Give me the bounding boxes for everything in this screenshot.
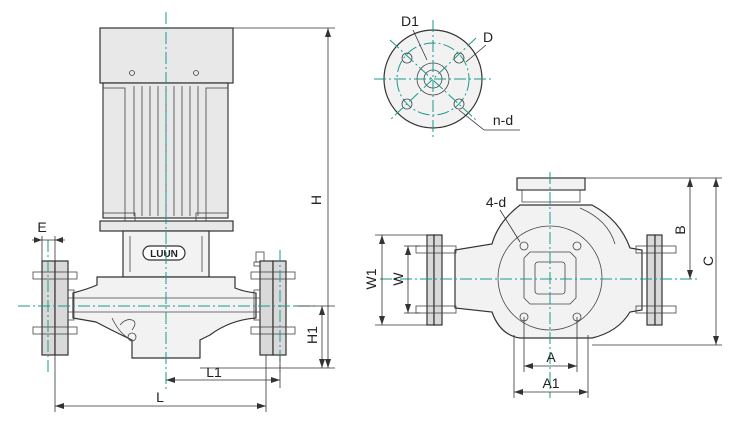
dim-A1-label: A1 (542, 375, 559, 391)
top-view (380, 172, 700, 398)
dim-B-label: B (672, 225, 688, 234)
dim-E-label: E (37, 219, 46, 235)
flange-n-d-label: n-d (493, 112, 513, 128)
top-4-d-label: 4-d (486, 194, 506, 210)
front-view-dimensions: H H1 E L1 L (32, 27, 335, 412)
bolt-hole (401, 52, 413, 64)
bolt-hole (401, 98, 413, 110)
brand-logo (142, 245, 186, 261)
dim-C-label: C (700, 256, 716, 266)
dim-L1-label: L1 (206, 364, 222, 380)
top-left-flange (426, 234, 435, 326)
top-view-dimensions: 4-d W1 W B C A (363, 177, 722, 398)
dim-L-label: L (156, 389, 164, 405)
bolt-hole (453, 52, 465, 64)
front-view: LUUN (18, 12, 318, 392)
top-view-casing (454, 204, 643, 339)
pump-casing (72, 276, 257, 359)
right-flange-inner (259, 260, 274, 356)
top-view-volute-circle (497, 225, 603, 331)
logo-text: LUUN (150, 249, 178, 260)
dim-H1-label: H1 (304, 326, 320, 344)
dim-W-label: W (390, 272, 406, 286)
left-flange-inner (54, 260, 69, 356)
terminal-box (516, 177, 586, 191)
dim-A-label: A (546, 349, 556, 365)
top-right-flange (646, 234, 656, 326)
flange-D-label: D (483, 29, 493, 45)
flange-D1-label: D1 (401, 13, 419, 29)
flange-detail-view: D1 D n-d (374, 13, 520, 138)
dim-W1-label: W1 (363, 268, 379, 289)
dim-H-label: H (308, 195, 324, 205)
bolt-hole (453, 98, 465, 110)
